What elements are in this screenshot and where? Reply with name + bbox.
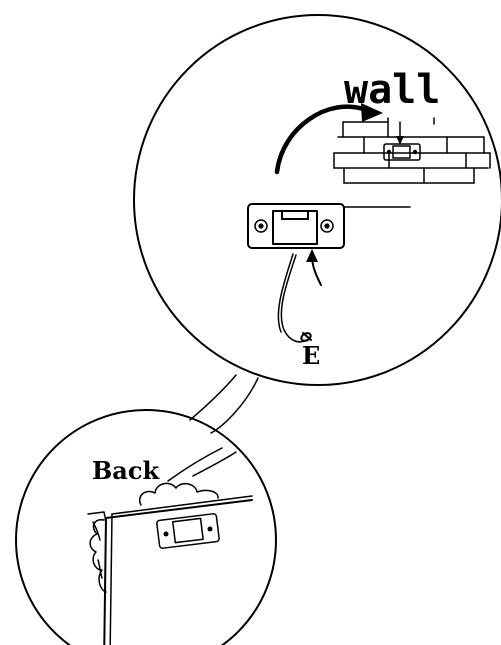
earth-wire [277, 253, 312, 343]
wall-bracket-small [383, 143, 421, 161]
detail-callout-large: wall [133, 14, 501, 386]
curved-move-arrow [274, 103, 383, 175]
wall-pointer-arrow [396, 121, 404, 145]
callout-connector [189, 374, 259, 434]
back-label: Back [92, 456, 160, 485]
earth-label: E [302, 341, 320, 370]
detail-circle-large [133, 14, 501, 386]
insert-arrow [306, 249, 322, 286]
mounting-bracket-small [156, 513, 220, 549]
hand-outline [87, 447, 237, 593]
detail-circle-small [15, 409, 277, 645]
detail-callout-small: Back [15, 409, 277, 645]
brick-wall [333, 117, 491, 184]
wall-label: wall [344, 67, 440, 113]
mounting-bracket-large [247, 203, 411, 249]
